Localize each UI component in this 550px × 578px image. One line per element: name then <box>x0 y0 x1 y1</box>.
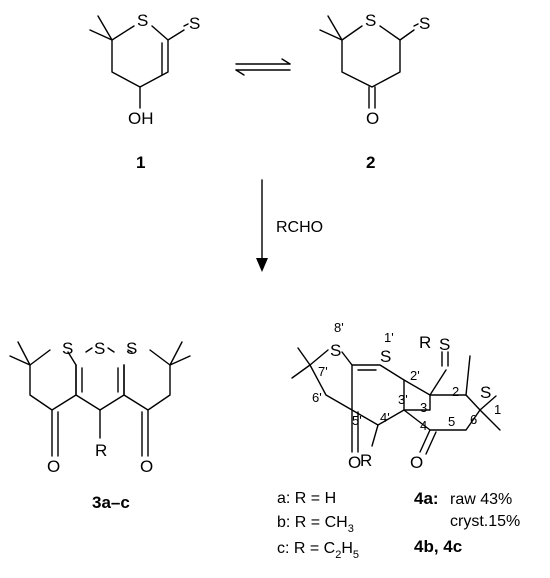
c4-oxygen-4: O <box>410 453 423 472</box>
reagent-label: RCHO <box>276 219 323 236</box>
c4-r-group-bottom: R <box>360 451 372 470</box>
variant-b: b: R = CH3 <box>277 514 354 535</box>
c4-sulfur-1: S <box>480 383 491 402</box>
c2-thione-sulfur: S <box>419 14 430 33</box>
c1-ring-sulfur: S <box>137 11 148 30</box>
compound-2-structure: S S O <box>319 11 430 128</box>
locant-7prime: 7' <box>318 364 328 379</box>
compound-2-label: 2 <box>366 153 375 172</box>
c1-hydroxyl: OH <box>128 109 154 128</box>
locant-1prime: 1' <box>384 330 394 345</box>
compound-4-labels: 4a: raw 43% cryst.15% 4b, 4c <box>414 489 520 556</box>
c3-sulfur-left: S <box>62 339 73 358</box>
c3-sulfur-middle: S <box>94 339 105 358</box>
yield-raw: raw 43% <box>450 491 512 508</box>
variant-a: a: R = H <box>277 490 336 507</box>
c4-sulfur-1prime: S <box>380 347 391 366</box>
variant-c: c: R = C2H5 <box>277 540 359 561</box>
c1-thione-sulfur: S <box>189 14 200 33</box>
compound-1-structure: S S OH <box>89 11 200 128</box>
compound-4-structure: S S S S O O R R 8' 1' 7' 2' 2 1 6' 5' 4'… <box>291 320 501 472</box>
locant-2: 2 <box>452 384 459 399</box>
c2-ketone-oxygen: O <box>366 109 379 128</box>
c4-thione-sulfur: S <box>439 335 450 354</box>
compound-3-structure: S S S O O R <box>9 339 191 476</box>
locant-5prime: 5' <box>352 413 362 428</box>
r-group-definitions: a: R = H b: R = CH3 c: R = C2H5 <box>277 490 359 561</box>
c3-oxygen-left: O <box>47 457 60 476</box>
c3-r-group: R <box>95 441 107 460</box>
c2-ring-sulfur: S <box>365 11 376 30</box>
equilibrium-arrow <box>235 58 291 76</box>
locant-6: 6 <box>470 412 477 427</box>
c4-sulfur-8prime: S <box>330 341 341 360</box>
c3-oxygen-right: O <box>140 457 153 476</box>
compound-4bc-label: 4b, 4c <box>414 537 462 556</box>
locant-2prime: 2' <box>410 368 420 383</box>
locant-3: 3 <box>420 400 427 415</box>
yield-cryst: cryst.15% <box>450 513 520 530</box>
c4-oxygen-5prime: O <box>348 453 361 472</box>
c4-r-group-top: R <box>419 333 431 352</box>
locant-5: 5 <box>448 414 455 429</box>
locant-6prime: 6' <box>312 390 322 405</box>
c3-sulfur-right: S <box>126 339 137 358</box>
locant-4prime: 4' <box>380 410 390 425</box>
locant-3prime: 3' <box>398 392 408 407</box>
locant-4: 4 <box>420 418 427 433</box>
locant-1: 1 <box>494 402 501 417</box>
compound-1-label: 1 <box>136 153 145 172</box>
locant-8prime: 8' <box>334 320 344 335</box>
compound-4a-label: 4a: <box>414 489 439 508</box>
reaction-arrow <box>256 179 268 272</box>
compound-3-label: 3a–c <box>92 493 130 512</box>
